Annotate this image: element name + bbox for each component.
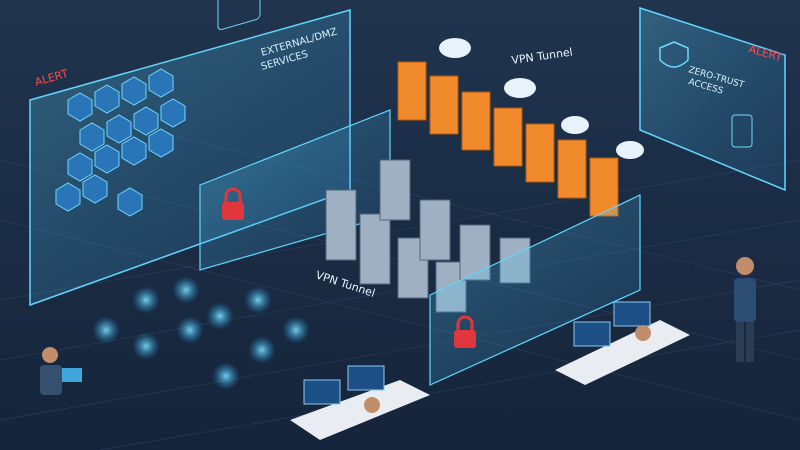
workstation-right-desk: [555, 301, 690, 385]
phone-icon: [731, 114, 753, 148]
alert-panel-left: ALERT EXTERNAL/DMZ SERVICES: [29, 0, 351, 307]
shield-check-icon: [659, 41, 689, 68]
cloud-icon-group: [439, 38, 644, 159]
padlock-icon-left: [222, 187, 244, 220]
workstation-front-desk: [290, 365, 430, 440]
user-card-icon: [217, 0, 261, 31]
workstation-left-person: [40, 347, 82, 395]
padlock-icon-right: [454, 315, 476, 348]
firewall-wall-right: [429, 194, 641, 386]
standing-person-tablet: [734, 257, 756, 362]
external-server-row: [397, 61, 619, 217]
user-node-cluster: [92, 276, 310, 390]
zero-trust-panel: ZERO-TRUST ACCESS ALERT: [639, 6, 786, 192]
hexagon-user-grid: [55, 68, 186, 217]
